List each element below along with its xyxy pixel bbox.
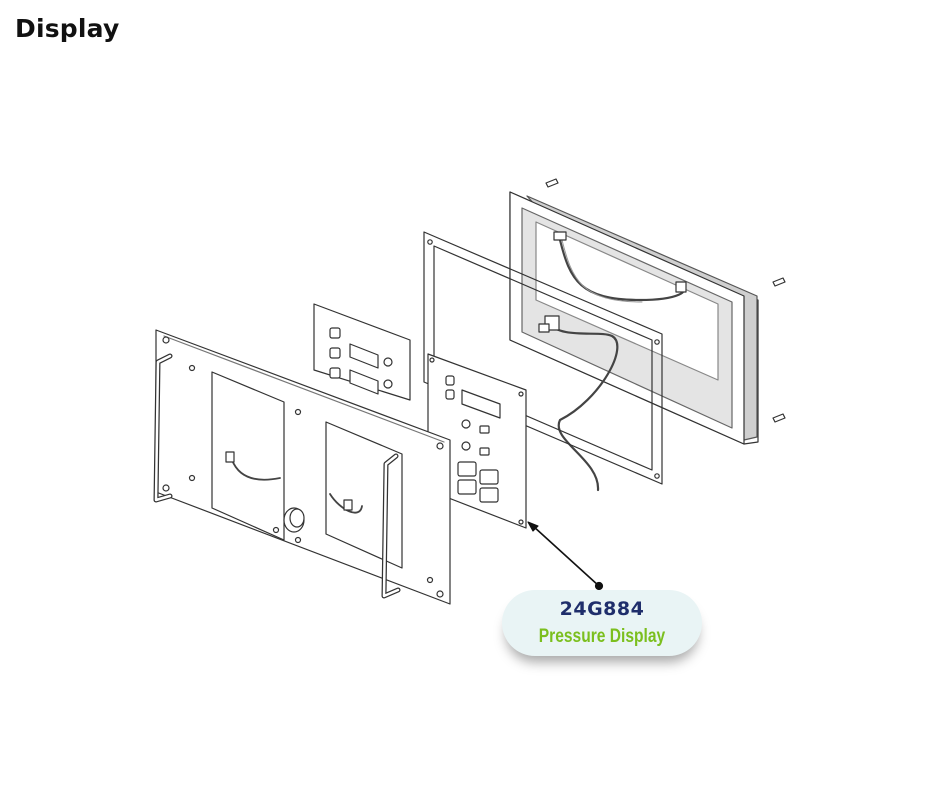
page-title: Display: [15, 14, 120, 43]
front-panel: [153, 329, 451, 605]
leader-arrow-icon: [527, 521, 604, 591]
keypad-membrane: [313, 303, 411, 401]
gasket-frame: [423, 231, 663, 485]
part-callout: 24G884 Pressure Display: [502, 590, 702, 656]
part-description: Pressure Display: [538, 626, 666, 647]
screw-icon: [545, 178, 786, 423]
part-number: 24G884: [559, 598, 645, 620]
pressure-display-board: [427, 353, 527, 529]
rear-enclosure: [509, 191, 759, 492]
